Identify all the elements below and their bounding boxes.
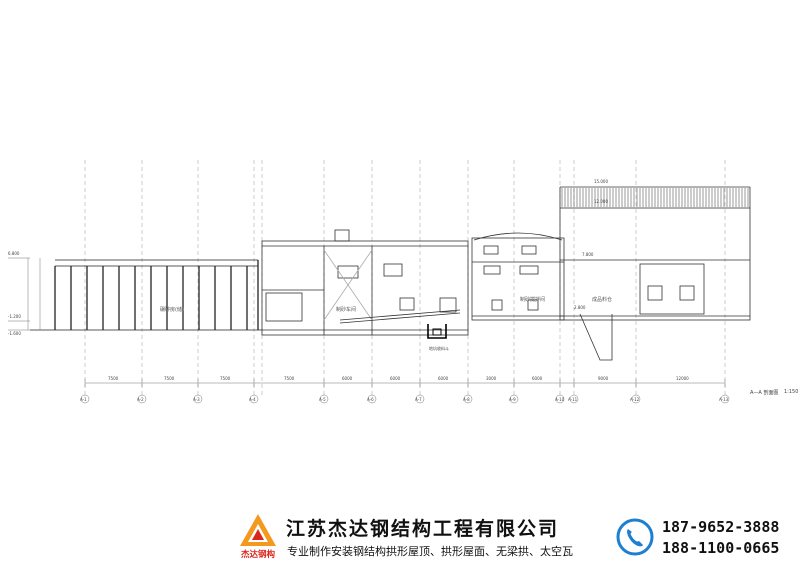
axis-label: A-11 <box>568 397 578 402</box>
right-building <box>559 186 751 361</box>
room-label-left: 碾碎房(储) <box>160 307 184 313</box>
phone-icon <box>616 518 654 556</box>
axis-label: A-13 <box>719 397 729 402</box>
phone-number-1: 187-9652-3888 <box>662 518 780 536</box>
pit-label: 地坑收料斗 <box>429 346 449 351</box>
span-label: 6000 <box>342 376 353 381</box>
span-label: 12000 <box>676 376 689 381</box>
room-label-right: 成品料仓 <box>592 297 613 303</box>
span-label: 6000 <box>438 376 449 381</box>
elevation-left-mid: -1.200 <box>8 314 21 319</box>
axis-label: A-5 <box>319 397 326 402</box>
elevation-top-right: 15.000 <box>594 179 608 184</box>
section-scale: 1:150 <box>784 389 799 395</box>
middle-building <box>261 229 469 336</box>
span-label: 9000 <box>598 376 609 381</box>
section-title: A—A 剖面图 <box>750 390 779 396</box>
company-logo: 杰达钢构 <box>240 514 276 560</box>
left-building <box>30 259 262 331</box>
axis-label: A-2 <box>137 397 144 402</box>
mixing-building <box>471 232 565 321</box>
company-slogan: 专业制作安装钢结构拱形屋顶、拱形屋面、无梁拱、太空瓦 <box>287 545 573 558</box>
grid-axes <box>84 160 726 395</box>
elevation-left-bottom: -1.600 <box>8 331 21 336</box>
span-label: 7500 <box>108 376 119 381</box>
pit <box>427 324 447 339</box>
axis-label: A-9 <box>509 397 516 402</box>
axis-label: A-8 <box>463 397 470 402</box>
span-label: 7500 <box>284 376 295 381</box>
logo-text: 杰达钢构 <box>241 549 276 560</box>
phone-number-2: 188-1100-0665 <box>662 539 780 557</box>
axis-label: A-7 <box>415 397 422 402</box>
axis-label: A-1 <box>80 397 87 402</box>
span-label: 7500 <box>164 376 175 381</box>
company-name: 江苏杰达钢结构工程有限公司 <box>286 518 560 540</box>
axis-bubbles <box>80 394 730 404</box>
axis-label: A-4 <box>249 397 256 402</box>
elevation-center-b: 2.800 <box>574 305 586 310</box>
span-label: 6000 <box>532 376 543 381</box>
axis-label: A-3 <box>193 397 200 402</box>
axis-label: A-6 <box>367 397 374 402</box>
room-label-mixing: 制砂搅拌间 <box>520 297 546 303</box>
room-label-middle: 制砂车间 <box>336 307 357 313</box>
left-elevation-markers <box>8 257 41 331</box>
elevation-mid-right: 12.000 <box>594 199 608 204</box>
span-label: 6000 <box>390 376 401 381</box>
span-label: 7500 <box>220 376 231 381</box>
elevation-center-a: 7.800 <box>582 252 594 257</box>
dimension-line <box>84 379 726 387</box>
axis-label: A-12 <box>630 397 640 402</box>
roof-hatching <box>561 188 749 207</box>
elevation-left-top: 6.800 <box>8 251 20 256</box>
axis-label: A-10 <box>555 397 565 402</box>
span-label: 3000 <box>486 376 497 381</box>
